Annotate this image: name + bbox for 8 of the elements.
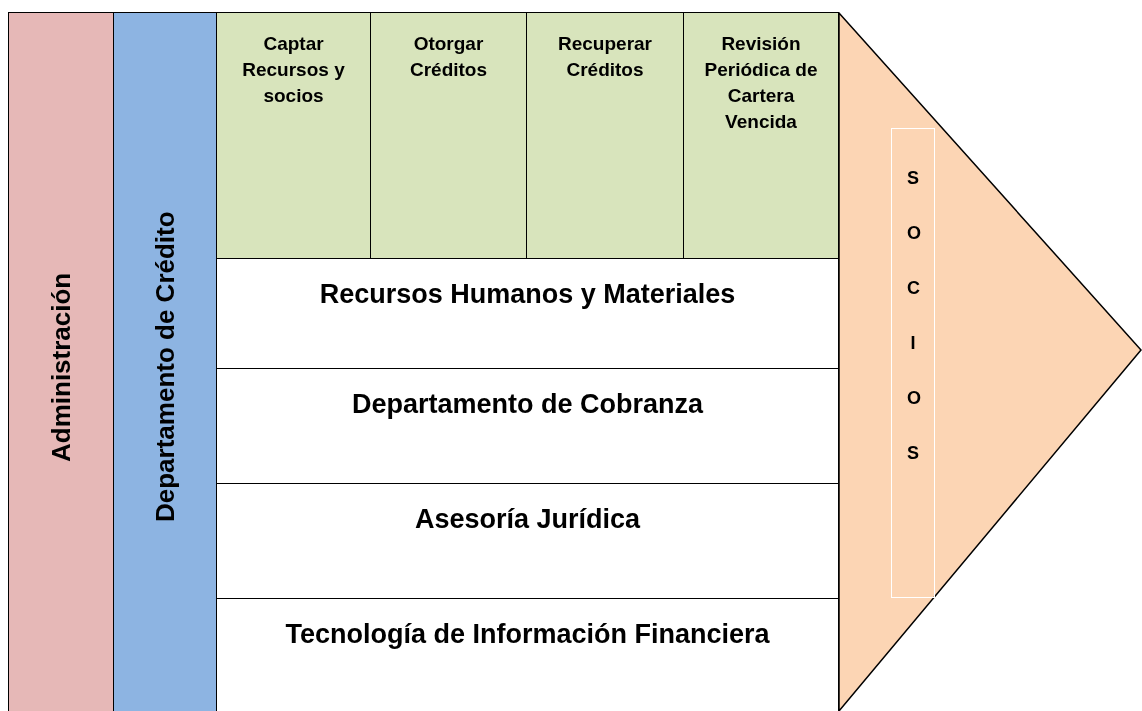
activity-box: Otorgar Créditos	[370, 12, 527, 259]
activity-box: Captar Recursos y socios	[216, 12, 371, 259]
activity-box: Recuperar Créditos	[526, 12, 684, 259]
support-band: Administración	[8, 12, 114, 711]
vertical-label: SOCIOS	[891, 128, 935, 598]
support-band: Departamento de Crédito	[113, 12, 217, 711]
activity-box: Revisión Periódica de Cartera Vencida	[683, 12, 839, 259]
chevron-shape	[838, 12, 1142, 711]
